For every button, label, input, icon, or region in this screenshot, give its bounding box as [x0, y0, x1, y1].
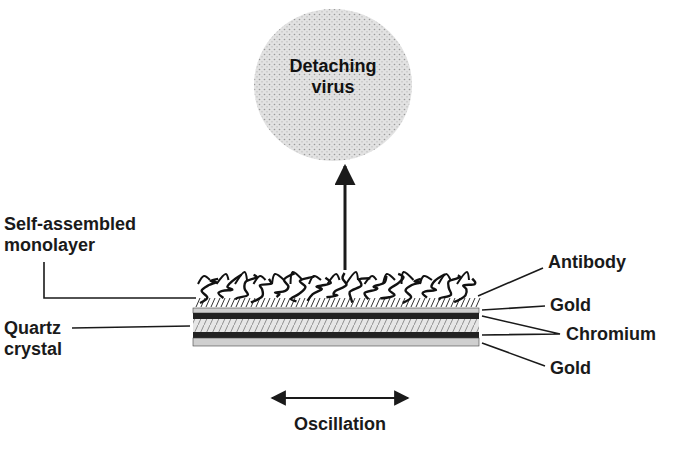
chromium-layer [193, 332, 479, 338]
monolayer-strand [226, 298, 230, 307]
quartz-texture [193, 319, 479, 332]
monolayer-strand [276, 298, 280, 307]
antibody-strand [254, 276, 266, 284]
part-label: Gold [550, 295, 591, 316]
antibody-strand [198, 276, 210, 284]
monolayer-strand [266, 298, 270, 307]
antibody-strand [291, 272, 303, 284]
part-label: Gold [550, 358, 591, 379]
monolayer-strand [261, 298, 265, 307]
monolayer-strand [376, 298, 380, 307]
monolayer-strand [421, 298, 425, 307]
antibody-strand [403, 279, 421, 303]
monolayer-strand [246, 298, 250, 307]
monolayer-strand [386, 298, 390, 307]
monolayer-strand [426, 298, 430, 307]
antibody-strand [326, 273, 346, 297]
oscillation-arrow [272, 397, 408, 399]
antibody-strand [380, 274, 403, 299]
monolayer-strand [361, 298, 365, 307]
monolayer-strand [391, 298, 395, 307]
chromium-layer [193, 313, 479, 319]
antibody-strand [272, 274, 284, 284]
monolayer-strand [396, 298, 400, 307]
monolayer-strand [356, 298, 360, 307]
antibody-strand [346, 272, 358, 284]
monolayer-strand [446, 298, 450, 307]
antibody-strand [457, 272, 469, 284]
monolayer-strand [281, 298, 285, 307]
virus-label: Detaching virus [283, 56, 383, 98]
antibody-strand [439, 274, 451, 284]
monolayer-strand [416, 298, 420, 307]
motion-label: Oscillation [294, 414, 386, 435]
leader-line [478, 268, 543, 296]
gold-layer [193, 308, 479, 313]
antibody-strand [328, 274, 340, 284]
leader-line [482, 343, 545, 366]
antibody-layer [198, 272, 475, 303]
monolayer-strand [331, 298, 335, 307]
monolayer-strand [471, 298, 475, 307]
monolayer-strand [476, 298, 480, 307]
monolayer-strand [431, 298, 435, 307]
leader-line [482, 306, 545, 310]
monolayer-strand [296, 298, 300, 307]
monolayer-strand [411, 298, 415, 307]
monolayer-strand [371, 298, 375, 307]
antibody-strand [402, 272, 414, 284]
monolayer-strand [321, 298, 325, 307]
monolayer-strand [271, 298, 275, 307]
monolayer-strand [326, 298, 330, 307]
antibody-strand [309, 276, 321, 284]
part-label: Antibody [548, 252, 626, 273]
monolayer-strand [221, 298, 225, 307]
virus-body [254, 9, 412, 161]
self-assembled-monolayer [196, 298, 480, 307]
monolayer-strand [286, 298, 290, 307]
monolayer-strand [231, 298, 235, 307]
monolayer-strand [216, 298, 220, 307]
part-label: Chromium [566, 324, 656, 345]
antibody-strand [200, 279, 218, 303]
monolayer-strand [301, 298, 305, 307]
antibody-strand [383, 274, 395, 284]
gold-layer [193, 338, 479, 346]
monolayer-strand [346, 298, 350, 307]
leader-line [44, 262, 196, 298]
monolayer-strand [311, 298, 315, 307]
antibody-strand [420, 276, 432, 284]
detach-arrow [344, 166, 347, 270]
antibody-strand [217, 274, 229, 284]
monolayer-strand [441, 298, 445, 307]
monolayer-strand [336, 298, 340, 307]
monolayer-strand [196, 298, 200, 307]
antibody-strand [235, 272, 247, 284]
virus-circle: Detaching virus [253, 8, 413, 162]
part-label: Self-assembled monolayer [4, 214, 154, 256]
monolayer-strand [241, 298, 245, 307]
quartz-crystal [193, 319, 479, 332]
monolayer-strand [466, 298, 470, 307]
antibody-strand [365, 276, 377, 284]
leader-line [72, 326, 190, 328]
part-label: Quartz crystal [4, 318, 70, 360]
monolayer-strand [341, 298, 345, 307]
monolayer-strand [316, 298, 320, 307]
monolayer-strand [211, 298, 215, 307]
bracket [482, 316, 560, 335]
